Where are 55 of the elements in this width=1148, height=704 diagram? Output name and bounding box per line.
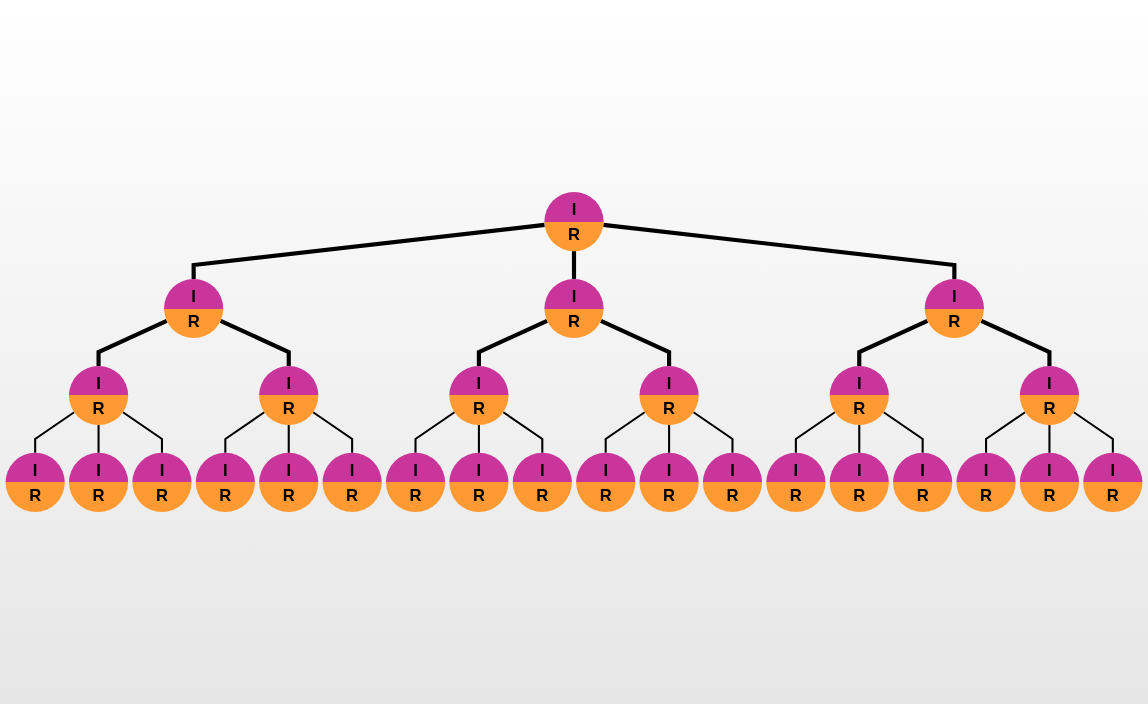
- node-circle: I R: [1083, 452, 1143, 513]
- node-circle: I R: [385, 452, 446, 513]
- node-circle: I R: [164, 278, 224, 339]
- connector: [476, 318, 548, 366]
- connector: [219, 318, 291, 366]
- node-circle: I R: [132, 452, 192, 513]
- node-circle: I R: [639, 365, 699, 426]
- connector: [692, 411, 734, 453]
- node-circle: I R: [1019, 365, 1080, 426]
- connector: [414, 411, 456, 453]
- connector: [604, 411, 646, 453]
- node-circle: I R: [544, 278, 604, 339]
- node-circle: I R: [766, 452, 826, 513]
- node-circle: I R: [924, 278, 984, 339]
- connector: [224, 411, 265, 453]
- node-circle: I R: [829, 452, 889, 513]
- node-circle: I R: [449, 365, 509, 426]
- node-circle: I R: [639, 452, 699, 513]
- connector: [571, 251, 577, 279]
- node-circle: I R: [893, 452, 953, 513]
- connector: [985, 411, 1026, 453]
- connector: [122, 411, 163, 453]
- node-circle: I R: [68, 452, 129, 513]
- node-circle: I R: [195, 452, 255, 513]
- node-circle: I R: [68, 365, 129, 426]
- node-circle: I R: [449, 452, 509, 513]
- connector: [1073, 411, 1114, 453]
- connector: [794, 411, 836, 453]
- node-circle: I R: [322, 452, 382, 513]
- connector: [858, 425, 861, 453]
- node-circle: I R: [259, 365, 319, 426]
- connector: [191, 222, 545, 279]
- node-circle: I R: [576, 452, 636, 513]
- node-circle: I R: [1019, 452, 1080, 513]
- node-circle: I R: [702, 452, 763, 513]
- connector: [600, 318, 672, 366]
- node-circle: I R: [829, 365, 889, 426]
- connector: [96, 318, 168, 366]
- connector: [477, 425, 480, 453]
- node-circle: I R: [5, 452, 65, 513]
- node-circle: I R: [544, 191, 604, 252]
- connector: [883, 411, 924, 453]
- connector: [668, 425, 671, 453]
- connector: [857, 318, 929, 366]
- node-circle: I R: [512, 452, 572, 513]
- connector: [287, 425, 290, 453]
- node-circle: I R: [956, 452, 1016, 513]
- node-circle: I R: [259, 452, 319, 513]
- connector: [34, 411, 75, 453]
- connector: [97, 425, 100, 453]
- connector: [312, 411, 354, 453]
- connector: [980, 318, 1052, 366]
- connector: [603, 222, 957, 279]
- connector: [502, 411, 544, 453]
- connector: [1048, 425, 1051, 453]
